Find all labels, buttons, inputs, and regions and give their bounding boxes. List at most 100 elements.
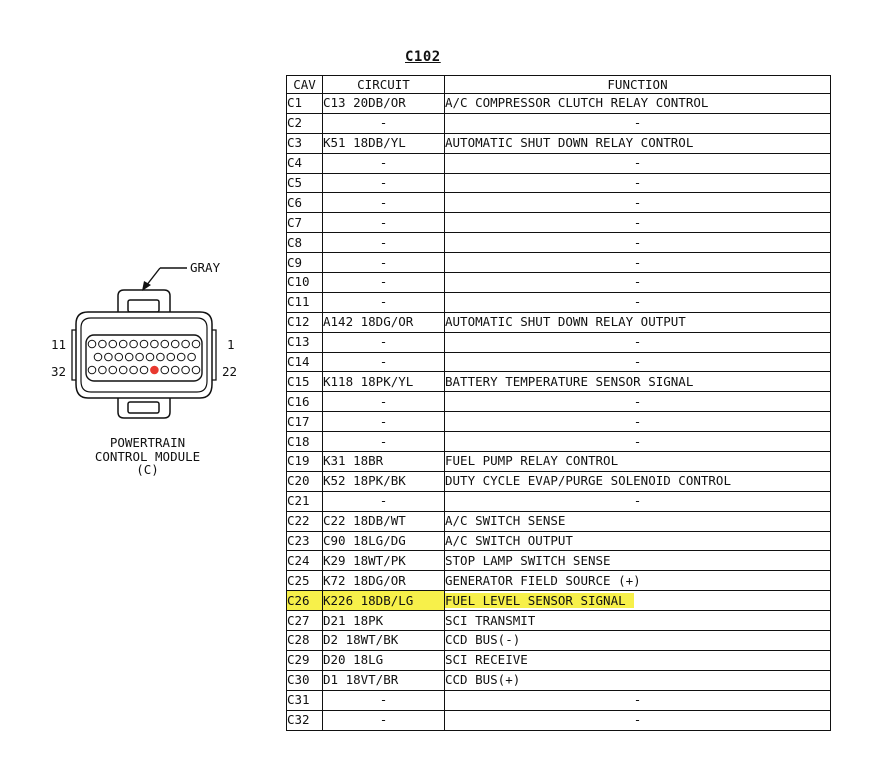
connector-pin xyxy=(87,339,97,349)
table-row: C8-- xyxy=(286,232,831,254)
connector-pin xyxy=(145,352,155,362)
connector-caption: POWERTRAIN CONTROL MODULE (C) xyxy=(60,436,235,477)
table-row: C21-- xyxy=(286,490,831,512)
table-row: C17-- xyxy=(286,411,831,433)
cell-circuit: - xyxy=(322,331,445,353)
connector-pin xyxy=(87,365,97,375)
cell-circuit: K29 18WT/PK xyxy=(322,550,445,572)
cell-function: STOP LAMP SWITCH SENSE xyxy=(444,550,831,572)
cell-function: - xyxy=(444,252,831,274)
connector-pin xyxy=(104,352,113,362)
table-row: C31-- xyxy=(286,689,831,711)
connector-right-ear xyxy=(212,329,217,381)
cell-cav: C1 xyxy=(286,93,323,114)
cell-function: GENERATOR FIELD SOURCE (+) xyxy=(444,570,831,592)
cell-circuit: C90 18LG/DG xyxy=(322,530,445,552)
cell-cav: C9 xyxy=(286,252,323,274)
cell-function: FUEL PUMP RELAY CONTROL xyxy=(444,451,831,472)
pin-number-32: 32 xyxy=(51,364,67,379)
cell-cav: C31 xyxy=(286,689,323,711)
cell-circuit: - xyxy=(322,351,445,373)
connector-pin xyxy=(118,339,128,349)
cell-cav: C12 xyxy=(286,311,323,333)
cell-circuit: D20 18LG xyxy=(322,649,445,671)
cell-circuit: - xyxy=(322,252,445,274)
cell-cav: C10 xyxy=(286,272,323,293)
connector-body-outer xyxy=(75,311,213,399)
cell-cav: C11 xyxy=(286,291,323,313)
cell-cav: C15 xyxy=(286,371,323,393)
cell-circuit: D1 18VT/BR xyxy=(322,669,445,691)
connector-pin xyxy=(160,339,170,349)
cell-circuit: - xyxy=(322,689,445,711)
cell-circuit: - xyxy=(322,112,445,134)
cell-circuit: - xyxy=(322,212,445,234)
cell-function: CCD BUS(-) xyxy=(444,630,831,651)
connector-pin xyxy=(160,365,170,375)
cell-circuit: - xyxy=(322,152,445,174)
connector-top-latch-slot xyxy=(127,299,160,313)
cell-cav: C21 xyxy=(286,490,323,512)
cell-cav: C18 xyxy=(286,431,323,453)
cell-function: - xyxy=(444,172,831,194)
cell-circuit: - xyxy=(322,411,445,433)
header-cav: CAV xyxy=(286,75,323,94)
connector-pin xyxy=(108,365,118,375)
cell-function: - xyxy=(444,709,831,731)
cell-cav: C6 xyxy=(286,192,323,214)
cell-circuit: D2 18WT/BK xyxy=(322,630,445,651)
connector-pins xyxy=(87,339,201,375)
connector-left-ear xyxy=(71,329,76,381)
cell-circuit: - xyxy=(322,272,445,293)
cell-circuit: - xyxy=(322,391,445,413)
cell-cav: C4 xyxy=(286,152,323,174)
connector-pin xyxy=(191,365,201,375)
connector-bottom-latch xyxy=(117,392,171,419)
caption-line-3: (C) xyxy=(136,462,159,477)
cell-circuit: - xyxy=(322,490,445,512)
connector-pin xyxy=(93,352,103,362)
pin-number-11: 11 xyxy=(51,337,67,352)
cell-function: - xyxy=(444,192,831,214)
connector-diagram xyxy=(71,267,217,419)
cell-function: - xyxy=(444,152,831,174)
caption-line-2: CONTROL MODULE xyxy=(94,448,201,464)
cell-cav: C22 xyxy=(286,510,323,532)
connector-pin xyxy=(150,339,159,349)
cell-function: - xyxy=(444,212,831,234)
table-row: C14-- xyxy=(286,351,831,373)
cell-function: - xyxy=(444,112,831,134)
cell-cav: C24 xyxy=(286,550,323,572)
cell-circuit: - xyxy=(322,172,445,194)
cell-cav: C23 xyxy=(286,530,323,552)
cell-cav: C7 xyxy=(286,212,323,234)
cell-function: - xyxy=(444,291,831,313)
table-row: C9-- xyxy=(286,252,831,274)
cell-circuit: A142 18DG/OR xyxy=(322,311,445,333)
connector-pin xyxy=(129,339,138,349)
cell-function: SCI RECEIVE xyxy=(444,649,831,671)
cell-cav: C19 xyxy=(286,451,323,472)
cell-circuit: K52 18PK/BK xyxy=(322,470,445,492)
cell-cav: C16 xyxy=(286,391,323,413)
connector-title: C102 xyxy=(405,49,441,65)
cell-function: AUTOMATIC SHUT DOWN RELAY CONTROL xyxy=(444,132,831,154)
cell-circuit: K226 18DB/LG xyxy=(322,590,445,612)
table-row: C18-- xyxy=(286,431,831,453)
connector-pin xyxy=(166,352,176,362)
cell-function: - xyxy=(444,431,831,453)
connector-pin xyxy=(129,365,138,375)
cell-function: A/C COMPRESSOR CLUTCH RELAY CONTROL xyxy=(444,93,831,114)
cell-cav: C13 xyxy=(286,331,323,353)
connector-pin xyxy=(191,339,201,349)
connector-pin xyxy=(181,339,190,349)
cell-cav: C32 xyxy=(286,709,323,731)
